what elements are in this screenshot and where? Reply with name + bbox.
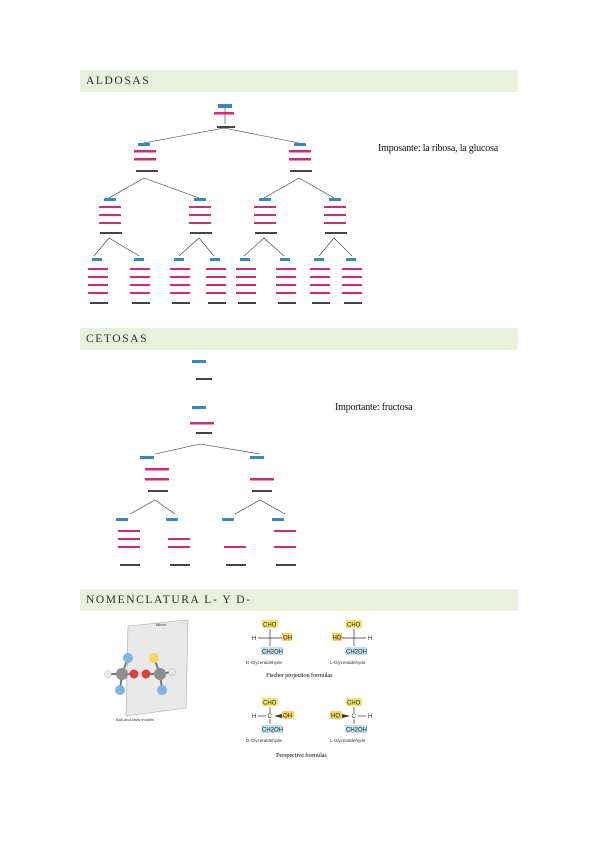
cho-label: CHO bbox=[347, 701, 361, 707]
ball-stick-caption: Ball-and-stick models bbox=[116, 717, 154, 722]
section-title-aldosas: ALDOSAS bbox=[86, 75, 151, 87]
section-title-nomenclatura: NOMENCLATURA L- Y D- bbox=[86, 594, 252, 606]
fischer-d-glyceraldehyde: CHO H OH CH2OH D-Glyceraldehyde bbox=[246, 620, 292, 665]
h-label: H bbox=[368, 636, 372, 642]
d-glyceraldehyde-label: D-Glyceraldehyde bbox=[246, 738, 283, 743]
perspective-caption: Perspective formulas bbox=[276, 752, 327, 759]
c-label: C bbox=[352, 714, 357, 720]
cho-label: CHO bbox=[263, 701, 277, 707]
fischer-caption: Fischer projection formulas bbox=[266, 672, 333, 679]
l-glyceraldehyde-label: L-Glyceraldehyde bbox=[330, 660, 366, 665]
h-label: H bbox=[252, 714, 256, 720]
ch2oh-label: CH2OH bbox=[346, 650, 367, 656]
d-glyceraldehyde-label: D-Glyceraldehyde bbox=[246, 660, 283, 665]
c-label: C bbox=[268, 714, 273, 720]
perspective-d-glyceraldehyde: CHO H C OH CH2OH D-Glyceraldehyde bbox=[246, 698, 294, 743]
aldosas-note: Imposante: la ribosa, la glucosa bbox=[378, 143, 498, 154]
oh-label: OH bbox=[283, 636, 292, 642]
ch2oh-label: CH2OH bbox=[262, 650, 283, 656]
section-header-cetosas: CETOSAS bbox=[80, 328, 518, 350]
carbon-atom-right bbox=[154, 668, 166, 680]
ch2oh-label: CH2OH bbox=[346, 728, 367, 734]
mirror-label: Mirror bbox=[156, 622, 167, 627]
section-header-aldosas: ALDOSAS bbox=[80, 70, 518, 92]
aldose-family-tree-figure bbox=[88, 104, 362, 304]
h-label: H bbox=[252, 636, 256, 642]
ch2oh-label: CH2OH bbox=[262, 728, 283, 734]
l-glyceraldehyde-label: L-Glyceraldehyde bbox=[330, 738, 366, 743]
carbon-atom-left bbox=[116, 668, 128, 680]
h-label: H bbox=[368, 714, 372, 720]
cho-label: CHO bbox=[347, 623, 361, 629]
fischer-l-glyceraldehyde: CHO HO H CH2OH L-Glyceraldehyde bbox=[330, 620, 372, 665]
cho-label: CHO bbox=[263, 623, 277, 629]
oh-label: OH bbox=[283, 714, 292, 720]
section-header-nomenclatura: NOMENCLATURA L- Y D- bbox=[80, 589, 518, 611]
cetosas-note: Importante: fructosa bbox=[335, 402, 413, 413]
section-title-cetosas: CETOSAS bbox=[86, 333, 149, 345]
perspective-l-glyceraldehyde: CHO HO C H CH2OH L-Glyceraldehyde bbox=[330, 698, 372, 743]
ho-label: HO bbox=[331, 714, 340, 720]
ketose-family-tree-figure bbox=[116, 360, 296, 566]
ball-and-stick-figure: Mirror Ball-and-stick models bbox=[104, 619, 189, 722]
ho-label: HO bbox=[333, 636, 342, 642]
